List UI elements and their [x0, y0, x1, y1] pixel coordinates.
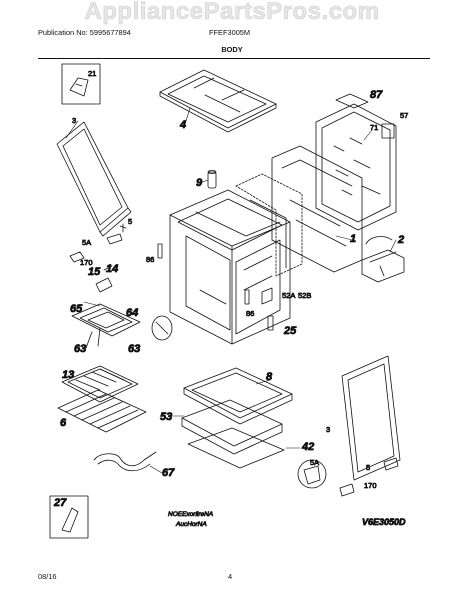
model-number: FFEF3005M: [209, 28, 251, 37]
callout-8: 8: [266, 371, 273, 383]
part-21-drawing: [61, 63, 101, 105]
part-13-broil-grid: [61, 365, 139, 403]
callout-42: 42: [301, 441, 314, 453]
callout-53: 53: [160, 411, 172, 423]
note-line-1: NOEExorlireNA: [168, 511, 213, 518]
callout-6: 6: [60, 417, 67, 429]
footer-date: 08/16: [38, 572, 57, 581]
callout-63-left: 63: [74, 343, 86, 355]
note-line-2: AucHorNA: [175, 521, 207, 528]
publication-number: Publication No: 5995677894: [38, 28, 131, 37]
part-87-plate: [335, 93, 369, 109]
callout-170-left: 170: [80, 258, 93, 267]
part-25-bracket: [267, 315, 274, 331]
callout-63-right: 63: [128, 343, 140, 355]
callout-65: 65: [70, 303, 83, 315]
callout-25: 25: [283, 325, 297, 337]
exploded-parts-diagram: 21 3 4 5 5A 170 15 14 86 86 1 2 71 57 87…: [49, 63, 409, 539]
callout-3-left: 3: [72, 116, 76, 125]
callout-15: 15: [88, 266, 101, 278]
part-8-drawer: [183, 367, 293, 425]
part-3-left-side-panel: [56, 121, 132, 237]
callout-13: 13: [62, 369, 74, 381]
part-52-brackets: [261, 287, 273, 305]
callout-52B: 52B: [298, 291, 311, 300]
callout-67: 67: [162, 467, 175, 479]
part-4-top-panel: [159, 69, 277, 133]
callout-2: 2: [397, 234, 404, 246]
callout-5-right: 5: [366, 463, 370, 472]
callout-leaders: [65, 107, 397, 474]
callout-71: 71: [370, 123, 378, 132]
part-15-14-hinge: [95, 265, 113, 293]
callout-9: 9: [196, 177, 203, 189]
part-57-bracket: [381, 123, 395, 139]
header-rule: [38, 58, 430, 59]
callout-5A-right: 5A: [310, 458, 319, 467]
callout-52A: 52A: [282, 291, 295, 300]
part-2-terminal-block: [361, 236, 405, 283]
callout-27: 27: [53, 497, 67, 509]
watermark: AppliancePartsPros.com: [84, 0, 380, 25]
callout-87: 87: [370, 89, 383, 101]
part-6-oven-rack: [57, 389, 147, 433]
part-9-cylinder: [207, 170, 217, 189]
part-67-broil-element: [93, 451, 157, 472]
main-body-frame: [169, 189, 291, 345]
hardware-left-upper: [69, 223, 127, 263]
callout-64: 64: [126, 307, 138, 319]
callout-3-right: 3: [326, 425, 330, 434]
callout-4: 4: [179, 119, 186, 131]
part-71-back-cover: [315, 103, 397, 231]
sensor-assembly: [151, 315, 173, 341]
figure-code: V6E3050D: [362, 517, 406, 527]
part-3-right-side-panel: [341, 355, 401, 481]
callout-14: 14: [106, 263, 118, 275]
callout-21: 21: [88, 69, 96, 78]
callout-1: 1: [350, 233, 356, 245]
hardware-right-lower: [297, 457, 399, 497]
callout-86-right: 86: [246, 309, 254, 318]
page-title: BODY: [221, 45, 243, 54]
page-number: 4: [228, 572, 233, 581]
callout-86-left: 86: [146, 255, 154, 264]
callout-57: 57: [400, 111, 408, 120]
callout-5A-left: 5A: [82, 238, 91, 247]
part-1-rear-panel: [271, 145, 363, 273]
part-65-bake-element: [71, 303, 141, 349]
part-53-drawer-liner: [181, 399, 283, 455]
part-42-drawer-base: [187, 427, 285, 469]
brackets-86: [157, 243, 250, 305]
callout-170-right: 170: [364, 481, 377, 490]
insulation-blanket: [235, 173, 303, 277]
callout-5-left: 5: [128, 217, 132, 226]
part-27-box: [49, 495, 89, 539]
